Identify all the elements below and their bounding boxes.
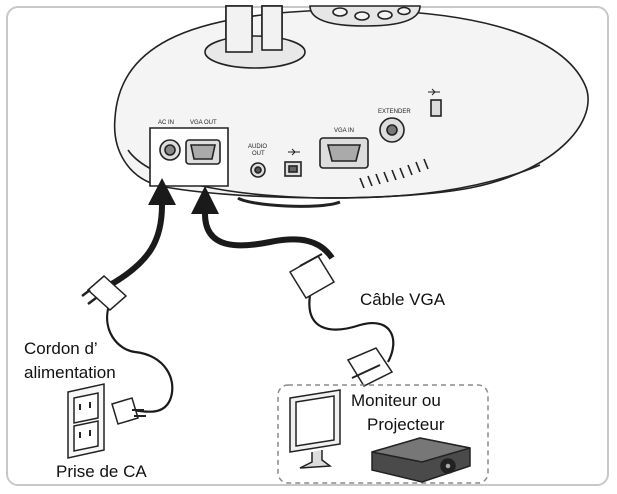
monitor-icon bbox=[289, 389, 341, 469]
document-camera bbox=[113, 5, 589, 208]
power-cord bbox=[106, 204, 174, 413]
label-power-cord-line1: Cordon d’ bbox=[24, 339, 98, 358]
port-label-audio: AUDIO bbox=[248, 144, 267, 150]
label-outlet: Prise de CA bbox=[56, 462, 147, 481]
port-label-ac-in: AC IN bbox=[158, 120, 174, 126]
label-monitor-line2: Projecteur bbox=[367, 415, 445, 434]
wall-outlet-icon bbox=[67, 383, 105, 459]
port-label-vga-out: VGA OUT bbox=[190, 120, 217, 126]
label-vga-cable: Câble VGA bbox=[360, 290, 446, 309]
display-devices-box bbox=[277, 384, 489, 484]
arrow-to-ac-in bbox=[148, 178, 176, 205]
usb-icon bbox=[288, 148, 300, 156]
vga-connector bbox=[288, 253, 394, 387]
label-monitor-line1: Moniteur ou bbox=[351, 391, 441, 410]
usb-icon bbox=[428, 88, 440, 96]
port-label-vga-in: VGA IN bbox=[334, 128, 354, 134]
port-label-extender: EXTENDER bbox=[378, 109, 411, 115]
label-power-cord-line2: alimentation bbox=[24, 363, 116, 382]
port-label-out: OUT bbox=[252, 151, 265, 157]
power-plug bbox=[81, 274, 146, 425]
projector-icon bbox=[371, 437, 471, 483]
arrow-to-vga-out bbox=[191, 186, 219, 214]
vga-cable bbox=[202, 213, 395, 363]
